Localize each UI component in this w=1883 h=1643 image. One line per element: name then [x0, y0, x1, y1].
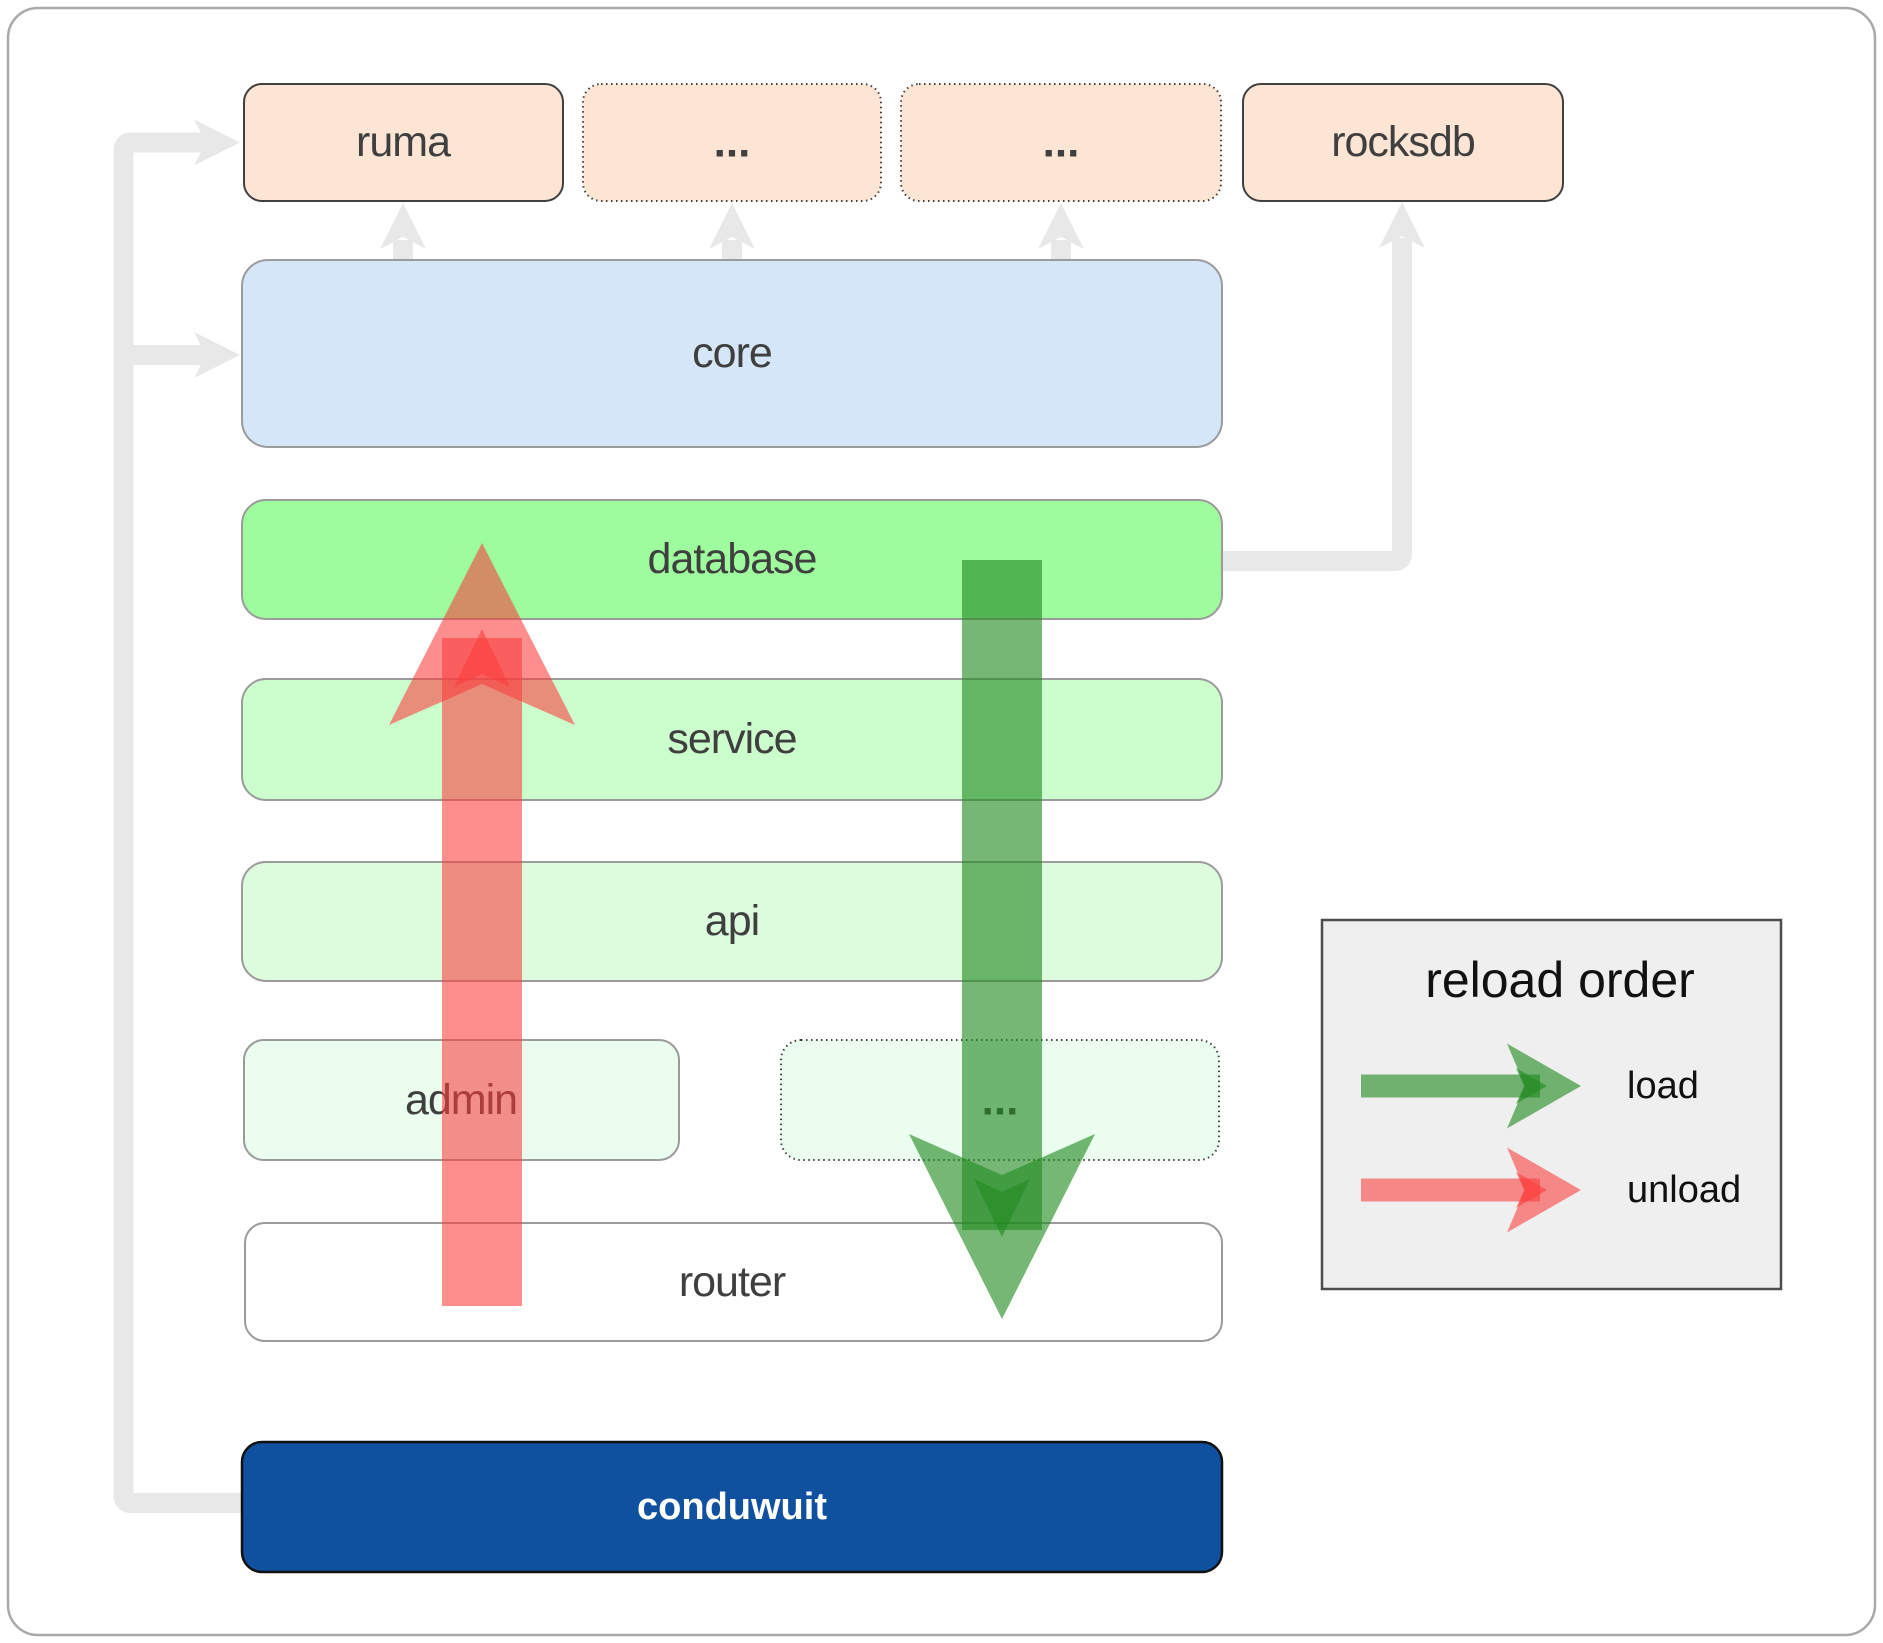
node-core [241, 259, 1223, 448]
diagram-frame [6, 6, 1877, 1637]
legend-title: reload order [1425, 952, 1695, 1008]
node-core-label: core [692, 329, 772, 377]
arrow-core-to-ext1 [709, 203, 755, 261]
node-rocksdb [1242, 83, 1564, 202]
legend: reload order load unload [1320, 918, 1783, 1291]
node-ext1-label: ... [714, 118, 751, 167]
node-rocksdb-label: rocksdb [1331, 118, 1475, 166]
legend-unload-arrow [1361, 1147, 1581, 1233]
node-ext2-label: ... [1043, 118, 1080, 167]
node-conduwuit [240, 1440, 1224, 1574]
node-database-label: database [648, 535, 817, 583]
arrow-core-to-ruma [380, 203, 426, 261]
legend-box [1320, 918, 1783, 1291]
arrow-core-to-ext2 [1038, 203, 1084, 261]
dependency-arrows [113, 119, 1425, 1513]
arrow-conduwuit-to-ruma [113, 119, 242, 1513]
node-ruma [243, 83, 564, 202]
node-ext1 [582, 83, 882, 202]
legend-unload-label: unload [1627, 1169, 1741, 1211]
legend-load-arrow [1361, 1043, 1581, 1129]
arrow-database-to-rocksdb [1222, 202, 1425, 571]
legend-load-label: load [1627, 1065, 1699, 1107]
load-arrow [909, 560, 1095, 1319]
node-api-label: api [705, 897, 759, 945]
node-service-label: service [667, 715, 796, 763]
node-conduwuit-label: conduwuit [637, 1486, 827, 1528]
arrow-conduwuit-to-core [123, 332, 240, 378]
external-row: ruma ... ... rocksdb [243, 83, 1564, 202]
node-router-label: router [679, 1258, 786, 1306]
node-ruma-label: ruma [356, 118, 451, 166]
node-ext2 [900, 83, 1222, 202]
unload-arrow [389, 543, 575, 1306]
